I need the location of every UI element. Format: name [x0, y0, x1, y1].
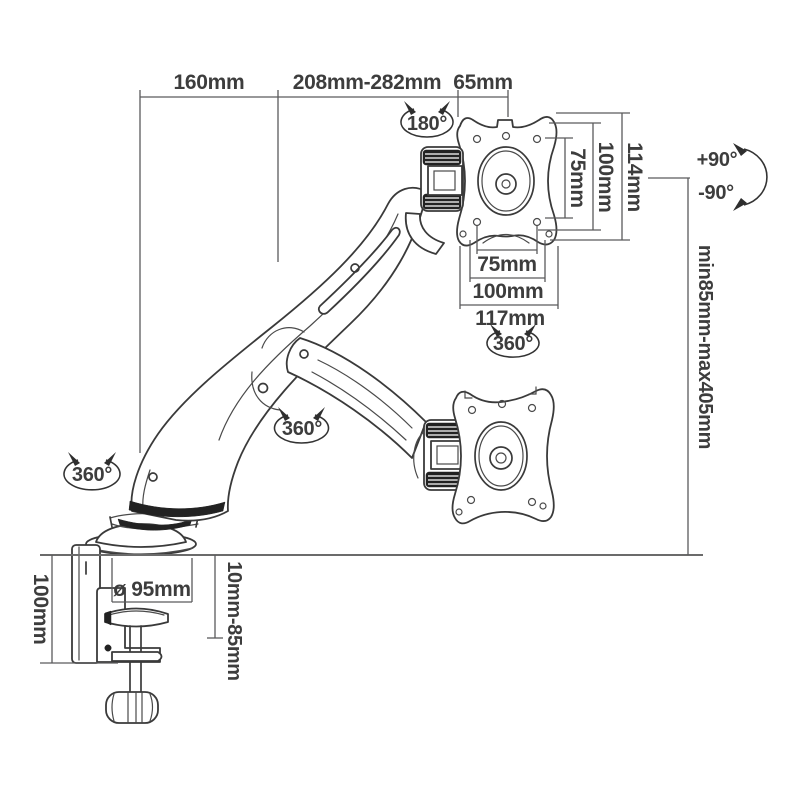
- rotation-360-base-label: 360°: [72, 464, 112, 486]
- tilt-up-label: +90°: [697, 149, 738, 171]
- dim-base-diameter: ø 95mm: [111, 558, 193, 603]
- rotation-360-vesa-label: 360°: [493, 333, 533, 355]
- tilt-arc-icon: [743, 148, 768, 206]
- dim-height-range: min85mm-max405mm: [687, 178, 716, 555]
- rotation-360-arm-label: 360°: [282, 418, 322, 440]
- rotation-360-arm: 360°: [273, 407, 330, 444]
- dim-label-height-range: min85mm-max405mm: [694, 245, 716, 449]
- head-joint-top: [404, 146, 464, 255]
- vesa-plate-top: [456, 116, 558, 247]
- rotation-180-label: 180°: [407, 113, 447, 135]
- dim-label-desk-thickness: 10mm-85mm: [223, 561, 245, 681]
- dim-label-vesa-h-75mm: 75mm: [477, 253, 537, 276]
- dim-label-117mm: 117mm: [475, 307, 545, 330]
- dim-top-chain: 160mm 208mm-282mm 65mm: [139, 71, 513, 453]
- dim-label-clamp-100mm: 100mm: [29, 574, 52, 645]
- vesa-plate-lower: [451, 386, 555, 525]
- forearm-lowered: [285, 337, 427, 459]
- main-arm: [128, 186, 428, 522]
- dim-clamp-height: 100mm: [29, 555, 118, 664]
- dim-label-vesa-v-75mm: 75mm: [566, 148, 589, 208]
- dim-label-160mm: 160mm: [174, 71, 245, 94]
- tilt-annotation: +90° -90°: [648, 143, 768, 211]
- dim-label-base-diameter: ø 95mm: [113, 578, 191, 601]
- rotation-360-base: 360°: [63, 452, 121, 491]
- dim-label-vesa-h-100mm: 100mm: [473, 280, 544, 303]
- dim-desk-thickness: 10mm-85mm: [207, 555, 245, 681]
- rotation-360-vesa: 360°: [486, 324, 540, 358]
- dim-label-vesa-v-100mm: 100mm: [594, 142, 617, 213]
- base-assembly: [85, 512, 201, 556]
- dim-label-114mm: 114mm: [623, 142, 646, 212]
- tilt-down-label: -90°: [698, 182, 734, 204]
- dim-label-65mm: 65mm: [453, 71, 513, 94]
- rotation-180-head: 180°: [400, 101, 454, 138]
- dim-vesa-vertical: 75mm 100mm 114mm: [538, 112, 646, 241]
- dim-vesa-horizontal: 75mm 100mm 117mm: [459, 226, 559, 330]
- dim-label-208-282mm: 208mm-282mm: [293, 71, 441, 94]
- desk-clamp: [71, 544, 169, 724]
